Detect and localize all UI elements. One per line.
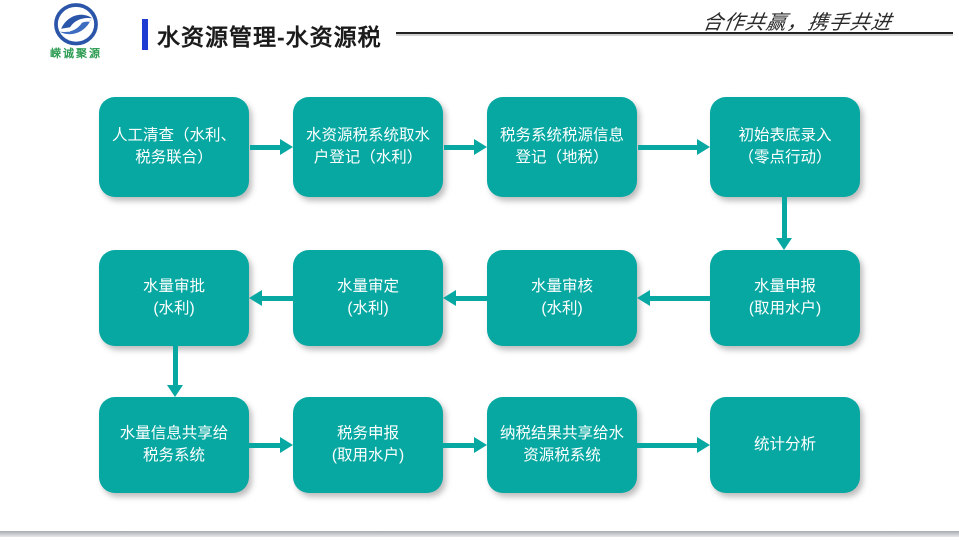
arrow-right-icon	[250, 139, 293, 155]
arrow-down-icon	[776, 197, 792, 250]
company-logo-icon	[54, 3, 98, 46]
arrow-right-icon	[443, 437, 487, 453]
header-divider	[396, 32, 953, 34]
bottom-bar	[0, 531, 959, 537]
arrow-left-icon	[249, 290, 293, 306]
flow-box-water-approval: 水量审批 (水利)	[99, 250, 249, 346]
arrow-left-icon	[443, 290, 487, 306]
arrow-down-icon	[167, 345, 183, 397]
flow-box-statistics-analysis: 统计分析	[710, 397, 860, 493]
flow-box-water-declaration: 水量申报 (取用水户)	[710, 250, 860, 346]
arrow-right-icon	[249, 437, 293, 453]
arrow-right-icon	[638, 139, 710, 155]
company-logo-text: 嵘诚聚源	[50, 48, 102, 60]
arrow-right-icon	[637, 437, 710, 453]
flow-box-water-user-registration: 水资源税系统取水 户登记（水利）	[293, 97, 443, 197]
arrow-left-icon	[637, 290, 710, 306]
flow-box-water-review: 水量审核 (水利)	[487, 250, 637, 346]
company-logo: 嵘诚聚源	[40, 2, 112, 60]
header-slogan: 合作共赢，携手共进	[701, 12, 894, 34]
flow-box-water-info-sharing: 水量信息共享给 税务系统	[99, 397, 249, 493]
title-accent-bar	[142, 19, 148, 50]
flow-box-tax-result-sharing: 纳税结果共享给水 资源税系统	[487, 397, 637, 493]
page-title: 水资源管理-水资源税	[157, 24, 382, 50]
flow-box-tax-declaration: 税务申报 (取用水户)	[293, 397, 443, 493]
flow-box-water-determination: 水量审定 (水利)	[293, 250, 443, 346]
flow-box-manual-inspection: 人工清查（水利、 税务联合）	[99, 97, 249, 197]
arrow-right-icon	[444, 139, 487, 155]
flow-box-initial-meter-entry: 初始表底录入 （零点行动）	[710, 97, 860, 197]
flow-box-tax-source-registration: 税务系统税源信息 登记（地税）	[487, 97, 637, 197]
